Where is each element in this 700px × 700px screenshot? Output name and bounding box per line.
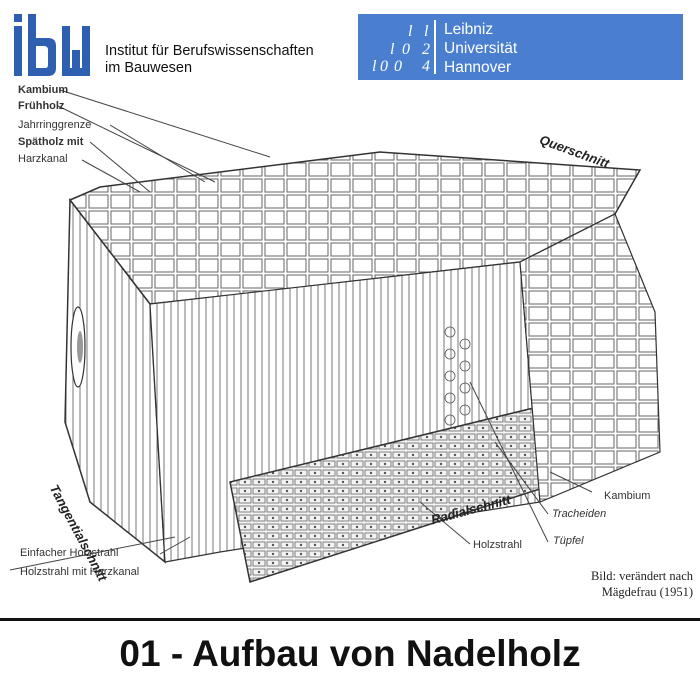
credit-line-2: Mägdefrau (1951) (601, 585, 693, 599)
luh-name-line-3: Hannover (444, 59, 512, 76)
label-kambium-left: Kambium (18, 84, 69, 96)
svg-text:l: l (390, 41, 395, 58)
footer-divider (0, 618, 700, 621)
label-holzstrahl-mit-harzkanal: Holzstrahl mit Harzkanal (20, 566, 140, 578)
luh-divider (434, 20, 436, 74)
label-tuepfel: Tüpfel (553, 535, 584, 547)
institute-line-1: Institut für Berufswissenschaften (105, 43, 314, 59)
slide-title: 01 - Aufbau von Nadelholz (119, 633, 581, 674)
ibw-logo (14, 14, 90, 76)
svg-text:4: 4 (422, 58, 430, 75)
label-jahrringgrenze: Jahrringgrenze (18, 119, 92, 131)
svg-text:l: l (424, 23, 429, 40)
label-spaetholz: Spätholz mit (18, 136, 84, 148)
softwood-structure-diagram: Kambium Frühholz Jahrringgrenze Spätholz… (0, 82, 700, 612)
svg-text:l: l (408, 23, 413, 40)
label-kambium-right: Kambium (604, 490, 651, 502)
svg-text:0: 0 (402, 41, 410, 58)
svg-text:2: 2 (422, 41, 430, 58)
label-fruehholz: Frühholz (18, 100, 65, 112)
label-einfacher-holzstrahl: Einfacher Holzstrahl (20, 547, 119, 559)
wood-block-illustration (9, 89, 661, 583)
institute-name: Institut für Berufswissenschaften im Bau… (105, 43, 314, 77)
luh-name-line-1: Leibniz (444, 21, 494, 38)
luh-name: Leibniz Universität Hannover (444, 20, 517, 77)
label-holzstrahl: Holzstrahl (473, 539, 522, 551)
credit-line-1: Bild: verändert nach (590, 569, 693, 583)
svg-text:0: 0 (394, 58, 402, 75)
svg-text:0: 0 (380, 58, 388, 75)
luh-name-line-2: Universität (444, 40, 518, 57)
institute-line-2: im Bauwesen (105, 60, 193, 76)
label-tracheiden: Tracheiden (552, 508, 607, 520)
svg-text:l: l (372, 58, 377, 75)
label-harzkanal: Harzkanal (18, 153, 68, 165)
image-credit: Bild: verändert nach Mägdefrau (1951) (591, 568, 693, 600)
